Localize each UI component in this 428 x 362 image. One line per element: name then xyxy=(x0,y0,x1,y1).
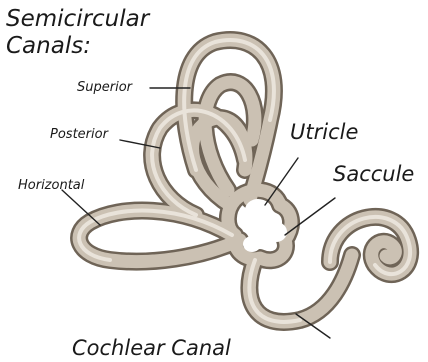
label-superior: Superior xyxy=(77,80,132,95)
label-cochlear-canal: Cochlear Canal xyxy=(72,336,231,360)
title-line-1: Semicircular xyxy=(6,6,149,33)
label-utricle: Utricle xyxy=(290,120,358,144)
label-horizontal: Horizontal xyxy=(18,178,84,193)
title-line-2: Canals: xyxy=(6,33,91,60)
label-posterior: Posterior xyxy=(50,127,108,142)
label-saccule: Saccule xyxy=(333,162,414,186)
